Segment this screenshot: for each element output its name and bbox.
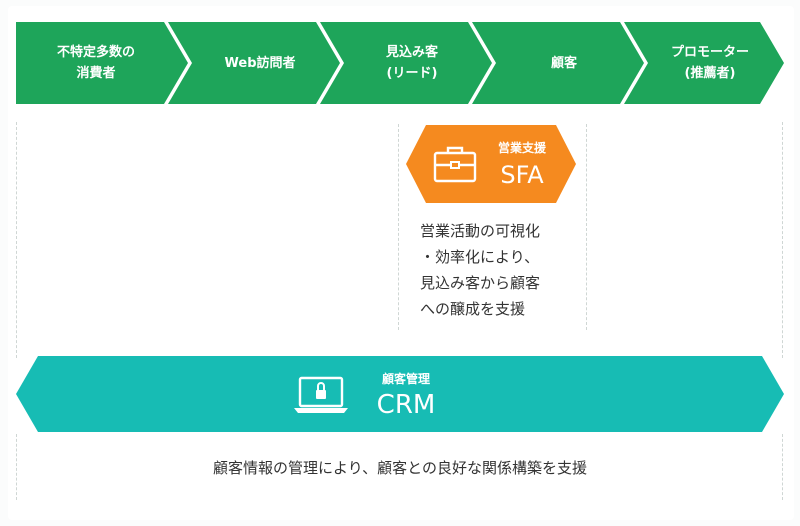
funnel-step-label: プロモーター (推薦者) xyxy=(670,45,749,81)
funnel-step-web-visitors: Web訪問者 xyxy=(168,22,340,104)
funnel-step-promoters: プロモーター (推薦者) xyxy=(624,22,784,104)
funnel-step-label: 見込み客 (リード) xyxy=(385,45,438,81)
funnel-step-consumers: 不特定多数の 消費者 xyxy=(16,22,188,104)
crm-band: 顧客管理 CRM xyxy=(16,356,784,432)
funnel-step-customers: 顧客 xyxy=(472,22,644,104)
briefcase-icon xyxy=(433,146,477,183)
sfa-badge: 営業支援 SFA xyxy=(406,125,576,203)
crm-title: CRM xyxy=(376,390,436,420)
funnel-step-leads: 見込み客 (リード) xyxy=(320,22,492,104)
crm-subtitle: 顧客管理 xyxy=(381,372,430,386)
sfa-guide-line-right xyxy=(586,124,587,330)
crm-description: 顧客情報の管理により、顧客との良好な関係構築を支援 xyxy=(213,459,587,477)
sfa-guide-line-left xyxy=(398,124,399,330)
guide-line-right-bottom xyxy=(782,434,783,500)
sfa-title: SFA xyxy=(500,161,544,189)
laptop-lock-icon xyxy=(294,376,348,413)
guide-line-left xyxy=(16,122,17,358)
funnel-step-label: 顧客 xyxy=(550,55,577,71)
sfa-subtitle: 営業支援 xyxy=(497,141,546,155)
funnel-step-label: 不特定多数の 消費者 xyxy=(56,45,135,81)
guide-line-left-bottom xyxy=(16,434,17,500)
guide-line-right xyxy=(782,122,783,358)
customer-funnel: 不特定多数の 消費者 Web訪問者 見込み客 (リード) 顧客 プロモーター (… xyxy=(16,22,784,104)
sfa-description: 営業活動の可視化 ・効率化により、 見込み客から顧客 への醸成を支援 xyxy=(420,222,541,318)
funnel-step-label: Web訪問者 xyxy=(224,55,296,71)
